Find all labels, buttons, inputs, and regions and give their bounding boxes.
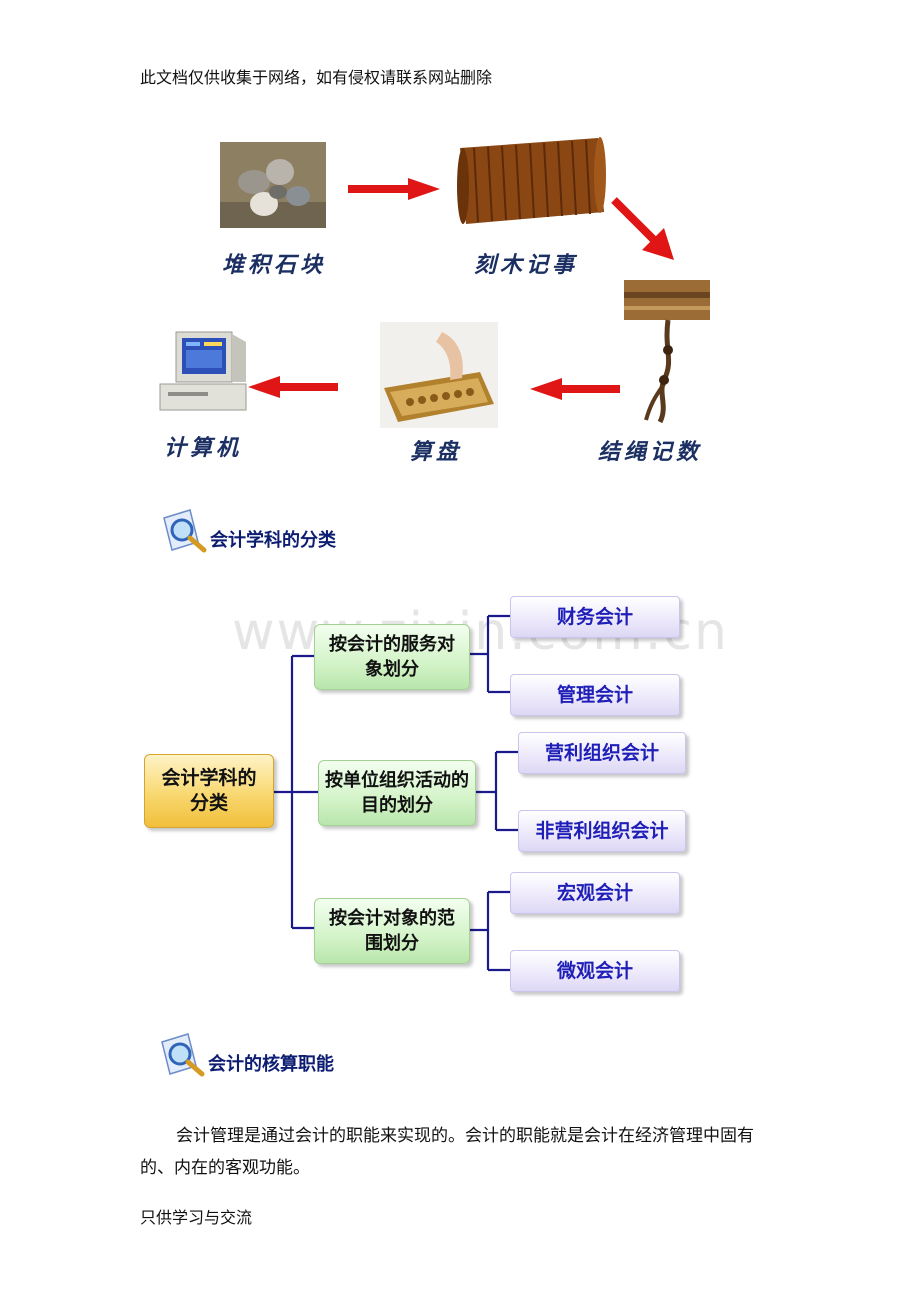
tree-leaf-node: 营利组织会计 (518, 732, 686, 774)
abacus-image (380, 322, 498, 428)
stage-label: 堆积石块 (222, 253, 327, 278)
tree-branch-node: 按单位组织活动的目的划分 (318, 760, 476, 826)
tree-leaf-node: 微观会计 (510, 950, 680, 992)
tree-leaf-node: 财务会计 (510, 596, 680, 638)
header-note: 此文档仅供收集于网络，如有侵权请联系网站删除 (140, 68, 493, 87)
body-paragraph: 会计管理是通过会计的职能来实现的。会计的职能就是会计在经济管理中固有的、内在的客… (140, 1126, 754, 1178)
tree-branch-node: 按会计对象的范围划分 (314, 898, 470, 964)
tree-leaf-node: 管理会计 (510, 674, 680, 716)
bamboo-scroll-image (452, 130, 610, 234)
magnifier-document-icon (161, 1033, 205, 1077)
tree-leaf-node: 非营利组织会计 (518, 810, 686, 852)
tree-root-node: 会计学科的分类 (144, 754, 274, 828)
footer-note: 只供学习与交流 (140, 1208, 253, 1227)
stage-label: 刻木记事 (474, 253, 579, 278)
tree-branch-node: 按会计的服务对象划分 (314, 624, 470, 690)
arrow-down-right-icon (611, 197, 674, 260)
section-title: 会计学科的分类 (210, 530, 336, 551)
knotted-rope-image (624, 280, 710, 426)
stage-label: 计算机 (164, 436, 243, 461)
tree-leaf-node: 宏观会计 (510, 872, 680, 914)
magnifier-document-icon (163, 509, 207, 553)
section-heading: 会计的核算职能 (158, 1032, 334, 1078)
tree-branch-label: 按会计对象的范围划分 (329, 908, 455, 954)
stones-image (220, 142, 326, 228)
section-title: 会计的核算职能 (208, 1054, 334, 1075)
stage-label: 结绳记数 (598, 440, 703, 465)
stage-label: 算盘 (410, 440, 463, 465)
arrow-right-icon (348, 178, 440, 200)
tree-branch-label: 按会计的服务对象划分 (329, 634, 455, 680)
tree-root-label: 会计学科的分类 (161, 767, 257, 814)
section-heading: 会计学科的分类 (160, 508, 336, 554)
arrow-left-icon (248, 376, 338, 398)
arrow-left-icon (530, 378, 620, 400)
tree-branch-label: 按单位组织活动的目的划分 (325, 770, 469, 816)
computer-image (158, 328, 248, 414)
